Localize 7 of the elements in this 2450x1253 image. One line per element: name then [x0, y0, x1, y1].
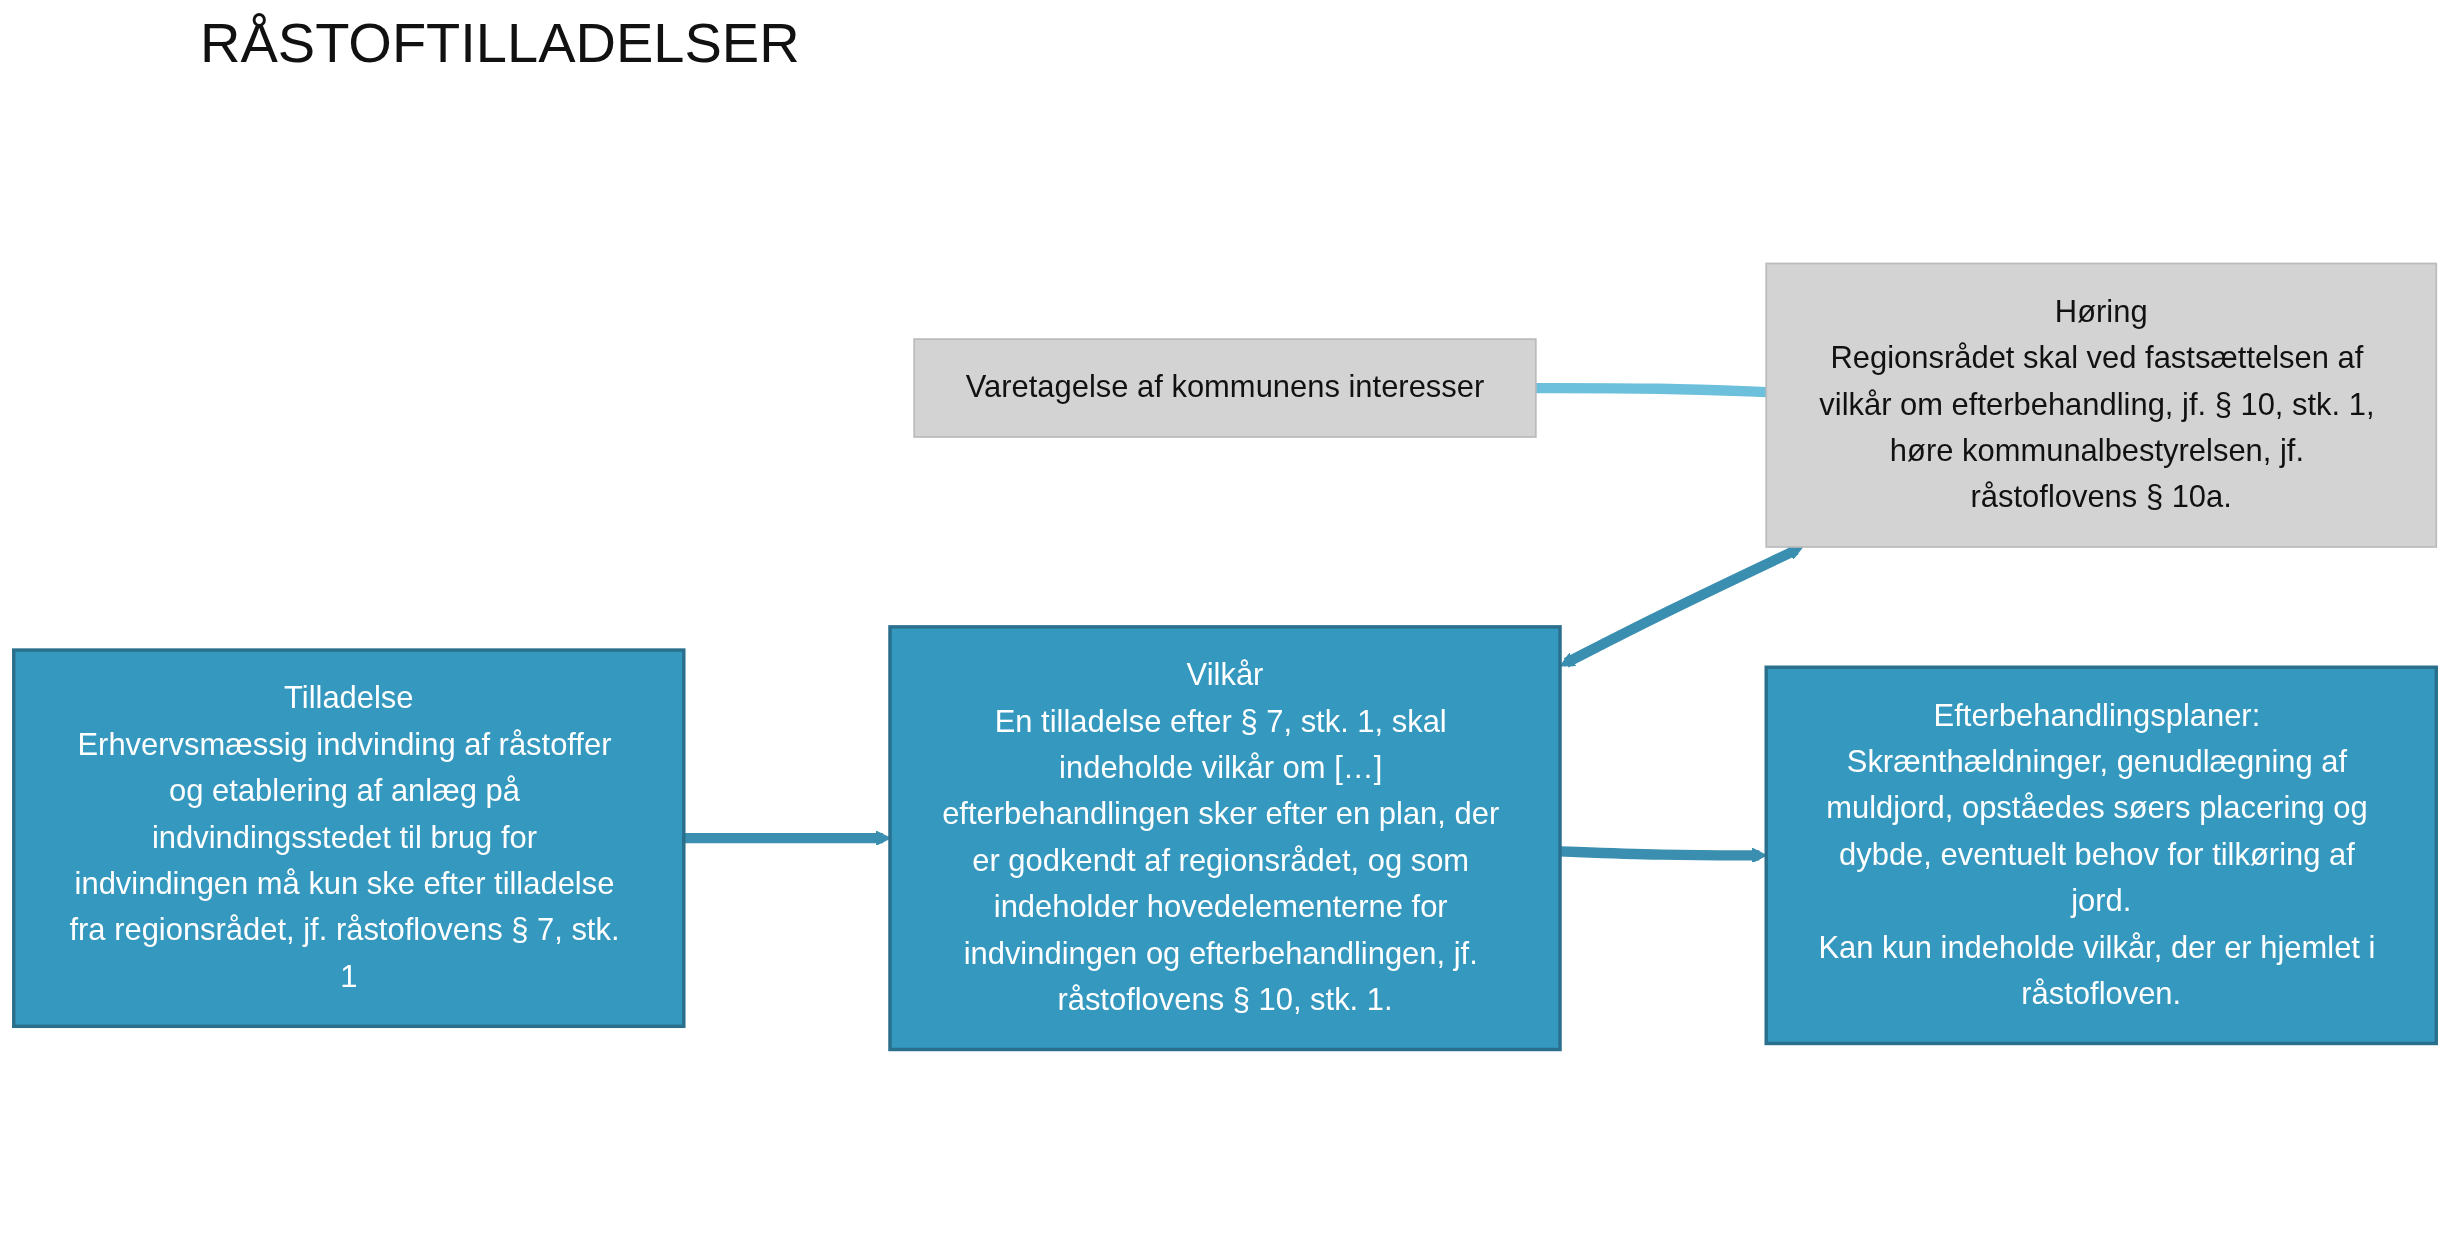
- connector: [1535, 382, 1767, 398]
- title: RÅSTOFTILLADELSER: [200, 10, 801, 75]
- node-box: Tilladelse Erhvervsmæssig indvinding af råstoffer og etablering af anlæg på indvindingsstedet til brug for indvindingen må kun ske efter tilladelse fra regionsrådet, jf. råstoflovens § 7, stk. 1: [12, 648, 686, 1029]
- node-box: Varetagelse af kommunens interesser: [913, 338, 1537, 438]
- node-box: Vilkår En tilladelse efter § 7, stk. 1, skal indeholde vilkår om […] efterbehandlingen sker efter en plan, der er godkendt af regionsrådet, og som indeholder hovedelementerne for indvindingen og efterbehandlingen, jf. råstoflovens § 10, stk. 1.: [888, 625, 1562, 1052]
- node-box: Høring Regionsrådet skal ved fastsættelsen af vilkår om efterbehandling, jf. § 10, stk. 1, høre kommunalbestyrelsen, jf. råstoflovens § 10a.: [1765, 262, 2438, 548]
- node-box: Efterbehandlingsplaner: Skrænthældninger, genudlægning af muldjord, opståedes søers placering og dybde, eventuelt behov for tilkøring af jord. Kan kun indeholde vilkår, der er hjemlet i råstofloven.: [1764, 665, 2438, 1046]
